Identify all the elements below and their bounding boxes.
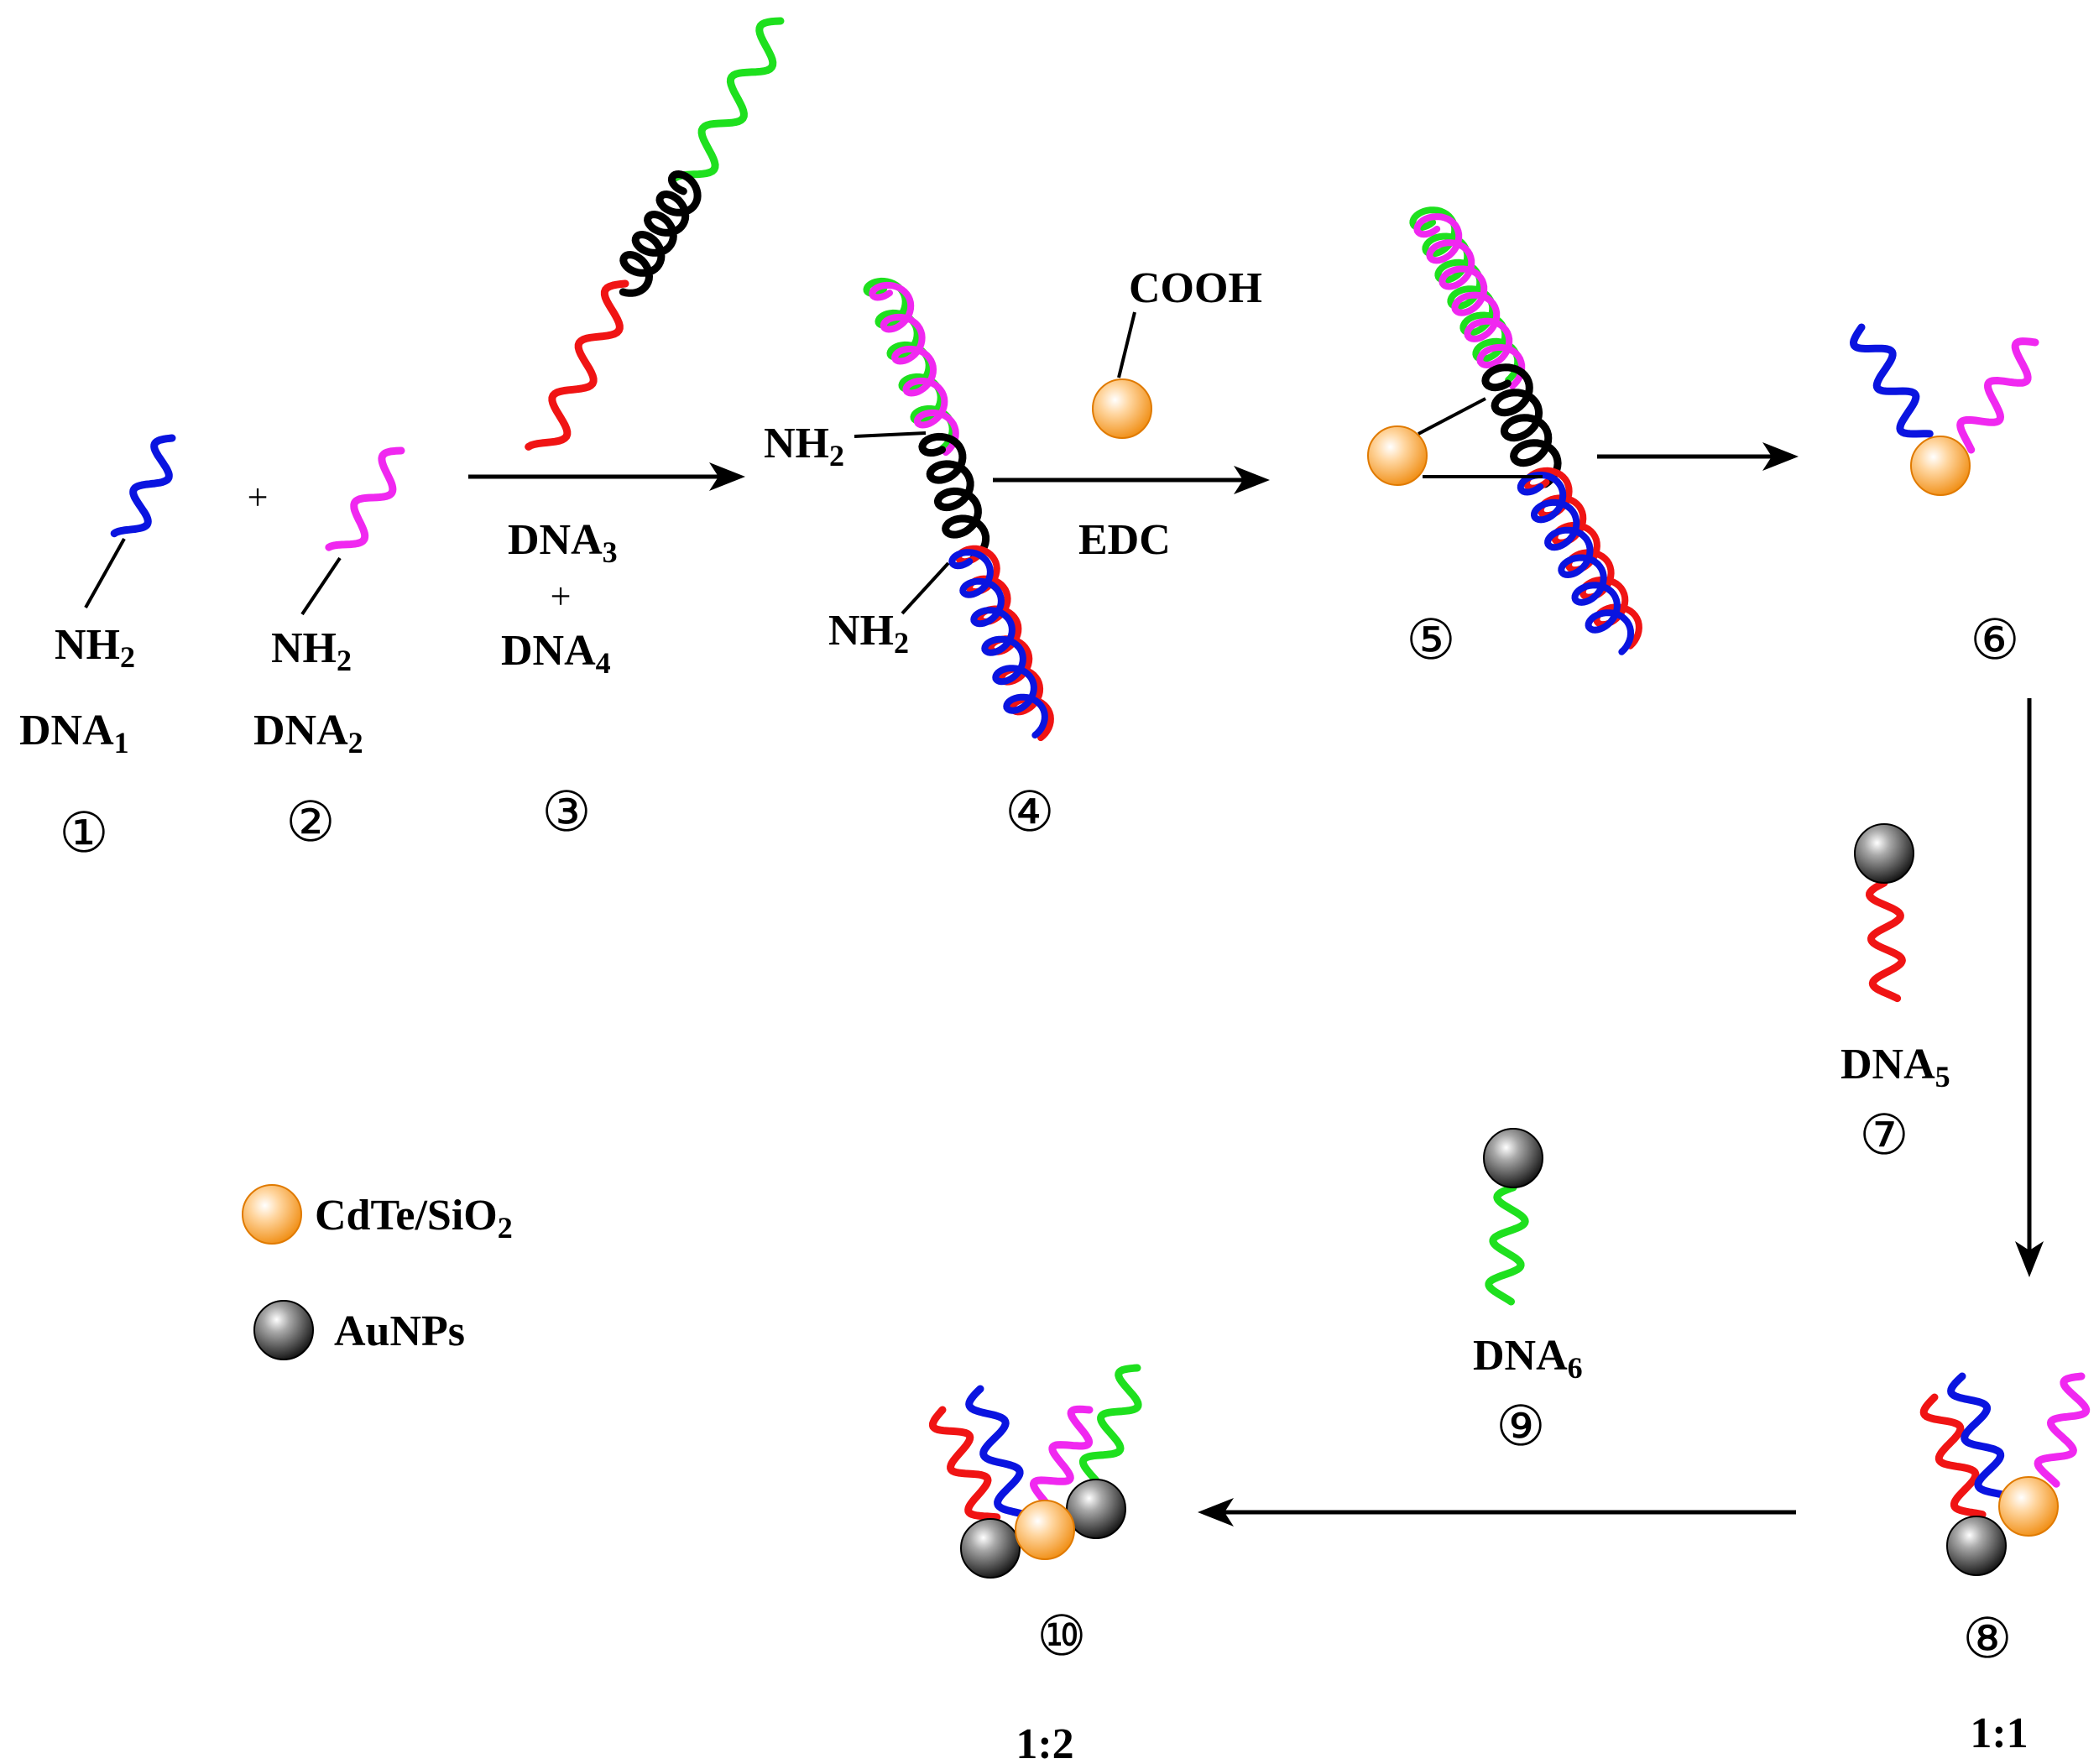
dna6-label: DNA6 [1473, 1332, 1583, 1385]
reaction-arrow-1 [468, 462, 745, 491]
step-4-marker: ④ [1005, 782, 1054, 843]
aunp-particle-step10-right [1066, 1479, 1126, 1539]
cdte-particle-step8 [1998, 1476, 2059, 1537]
legend-aunp-swatch [253, 1300, 314, 1360]
legend-cdte-swatch [242, 1184, 302, 1245]
step5-bottom-blue-helix [1517, 471, 1635, 655]
step5-black-duplex [1481, 363, 1562, 488]
step4-nh2-linker-bottom [901, 561, 950, 615]
reaction-arrow-2 [993, 466, 1270, 494]
aunp-particle-step10-left [960, 1518, 1021, 1579]
dna4-red-arm [525, 279, 629, 451]
step8-blue-strand [1947, 1372, 2010, 1500]
step-10-marker: ⑩ [1036, 1606, 1086, 1667]
edc-label: EDC [1078, 516, 1171, 564]
dna4-label: DNA4 [501, 627, 611, 680]
aunp-particle-step7 [1854, 823, 1914, 884]
plus-sign: + [248, 477, 269, 518]
step-3-marker: ③ [541, 782, 591, 843]
dna6-green-strand [1485, 1183, 1529, 1306]
step-5-marker: ⑤ [1406, 610, 1455, 671]
cdte-particle-cooh [1092, 311, 1152, 439]
reaction-arrow-down [2015, 698, 2044, 1277]
aunp-particle-step8 [1946, 1516, 2007, 1576]
cdte-particle-step10 [1015, 1500, 1075, 1560]
step10-green-strand [1078, 1364, 1142, 1489]
step4-nh2-top-label: NH2 [764, 420, 844, 472]
cooh-label: COOH [1129, 264, 1262, 312]
step6-blue-strand [1850, 323, 1934, 438]
step4-black-duplex [918, 432, 990, 563]
dna-strand-shapes [110, 17, 2091, 1521]
step-8-marker: ⑧ [1962, 1609, 2012, 1670]
step6-magenta-strand [1956, 337, 2039, 454]
step10-red-strand [928, 1406, 1001, 1521]
step-2-marker: ② [285, 792, 335, 853]
dna5-label: DNA5 [1841, 1041, 1950, 1093]
dna3-label: DNA3 [508, 516, 618, 569]
step10-blue-strand [965, 1385, 1030, 1519]
reaction-arrow-3 [1597, 442, 1799, 471]
step10-magenta-strand [1030, 1405, 1094, 1511]
dna5-red-strand [1866, 879, 1906, 1003]
step5-top-green-helix [1409, 206, 1522, 384]
step4-nh2-bottom-label: NH2 [828, 607, 909, 660]
step5-top-magenta-helix [1413, 213, 1526, 389]
dna1-linker [84, 538, 126, 608]
aunp-particle-step9 [1483, 1128, 1543, 1188]
dna1-strand [110, 434, 176, 538]
step-7-marker: ⑦ [1859, 1105, 1908, 1166]
step8-magenta-strand [2034, 1372, 2091, 1488]
dna2-linker [300, 556, 342, 616]
legend-cdte-label: CdTe/SiO2 [315, 1192, 513, 1245]
cdte-particle-step5 [1367, 397, 1543, 486]
step-6-marker: ⑥ [1970, 610, 2019, 671]
ratio-1-2-label: 1:2 [1016, 1720, 1073, 1764]
dna3-dna4-duplex [619, 170, 702, 297]
dna3-dna4-plus: + [551, 576, 572, 617]
step-1-marker: ① [59, 803, 108, 864]
step-9-marker: ⑨ [1496, 1396, 1545, 1458]
step4-top-magenta-helix [869, 281, 959, 457]
dna2-strand [325, 446, 405, 551]
step4-bottom-blue-helix [948, 549, 1048, 738]
dna2-nh2-label: NH2 [271, 624, 352, 677]
step4-nh2-linker-top [854, 431, 927, 438]
dna1-nh2-label: NH2 [55, 621, 135, 674]
dna2-label: DNA2 [253, 707, 363, 759]
step8-red-strand [1919, 1393, 1987, 1519]
ratio-1-1-label: 1:1 [1970, 1709, 2028, 1757]
dna1-label: DNA1 [19, 707, 129, 759]
cdte-particle-step6 [1910, 436, 1971, 496]
legend-aunp-label: AuNPs [334, 1307, 465, 1355]
dna3-green-arm [671, 17, 785, 182]
reaction-arrow-left [1198, 1498, 1796, 1527]
